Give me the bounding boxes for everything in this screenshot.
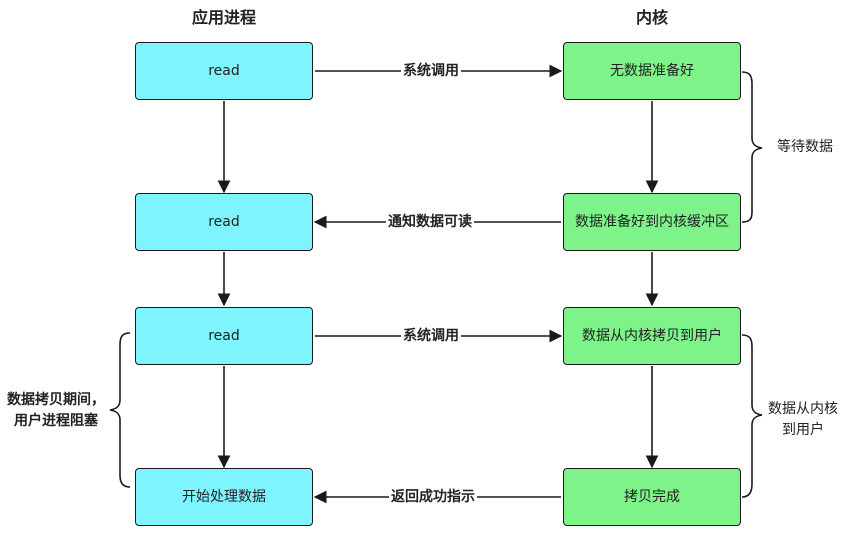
app-process-title: 应用进程 xyxy=(191,8,256,27)
note-app-blocked: 数据拷贝期间，用户进程阻塞 xyxy=(7,392,105,429)
note-wait-data: 等待数据 xyxy=(777,139,833,155)
note-kernel-copy: 数据从内核到用户 xyxy=(768,401,838,438)
app-box-start-processing: 开始处理数据 xyxy=(135,468,313,526)
edge-label-syscall-2: 系统调用 xyxy=(401,326,461,346)
kernel-box-no-data-ready: 无数据准备好 xyxy=(563,42,741,100)
kernel-box-copy-done: 拷贝完成 xyxy=(563,468,741,526)
brace-wait-data xyxy=(741,71,763,223)
edge-label-notify-readable: 通知数据可读 xyxy=(386,212,474,232)
app-box-read-3: read xyxy=(135,307,313,365)
app-box-read-1: read xyxy=(135,42,313,100)
kernel-title: 内核 xyxy=(635,8,668,27)
edge-label-return-success: 返回成功指示 xyxy=(389,487,477,507)
app-box-read-2: read xyxy=(135,193,313,251)
edge-label-syscall-1: 系统调用 xyxy=(401,61,461,81)
brace-kernel-copy xyxy=(741,334,763,498)
kernel-box-data-in-buffer: 数据准备好到内核缓冲区 xyxy=(563,193,741,251)
kernel-box-copying-to-user: 数据从内核拷贝到用户 xyxy=(563,307,741,365)
brace-app-blocked xyxy=(109,332,131,488)
